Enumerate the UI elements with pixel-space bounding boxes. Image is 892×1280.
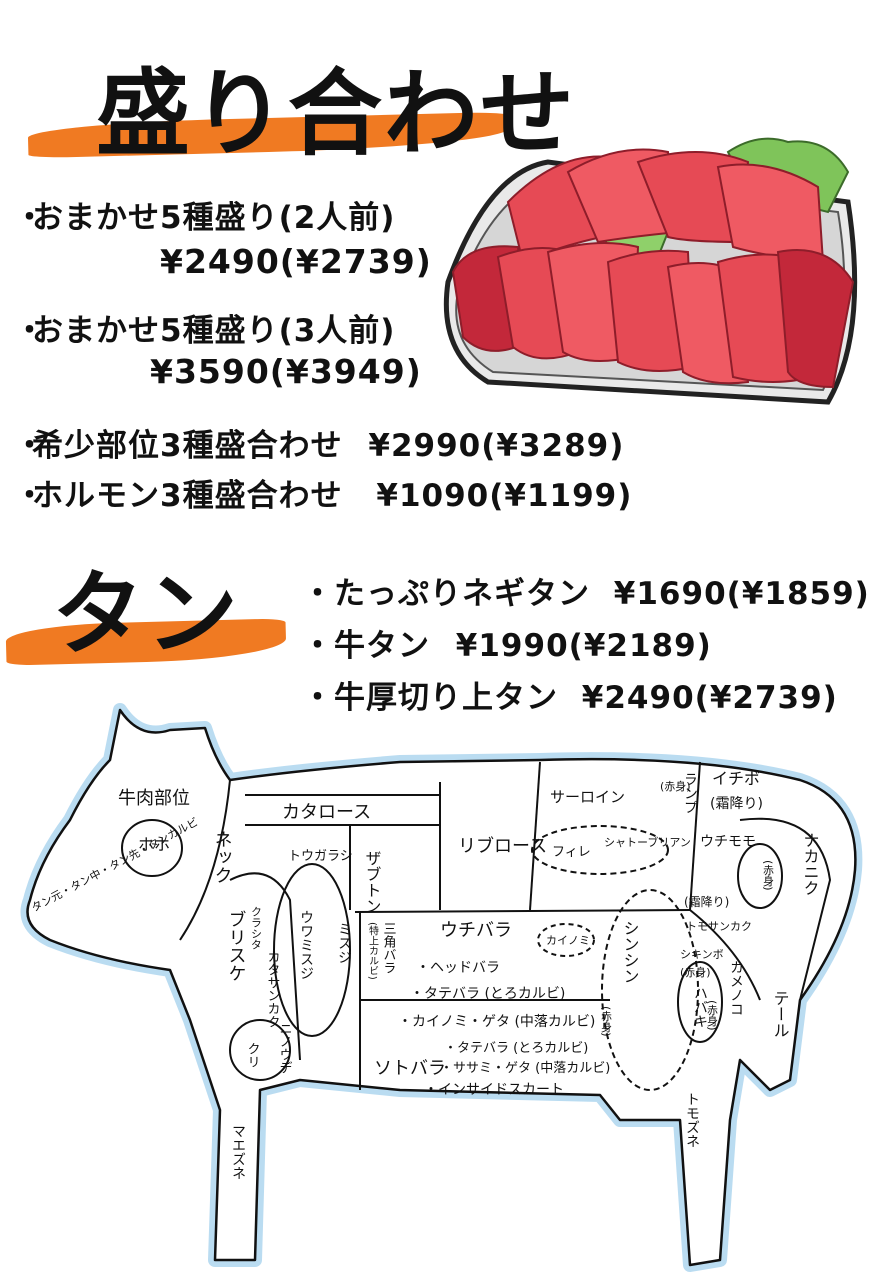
item-name: おまかせ5種盛り(3人前) [32, 313, 396, 349]
item-price: ¥1090(¥1199) [376, 478, 633, 514]
part-kainomi-oval: カイノミ [546, 934, 590, 947]
meat-platter-illustration [443, 137, 858, 405]
part-sankaku-bara: 三角バラ [381, 922, 397, 974]
menu-item-negitan: ・たっぷりネギタン ¥1690(¥1859) [302, 576, 870, 612]
part-shikinbo-note: (赤身) [680, 965, 711, 979]
item-price: ¥1990(¥2189) [455, 628, 712, 664]
part-tatebara: ・タテバラ (とろカルビ) [410, 986, 565, 1002]
part-rump-note: (赤身) [660, 779, 691, 793]
cow-cuts-diagram: 牛肉部位 ホホ タン元・タン中・タン先・タンカルビ ネック カタロース トウガラ… [20, 703, 863, 1272]
part-sirloin: サーロイン [550, 788, 625, 806]
item-name: おまかせ5種盛り(2人前) [32, 200, 396, 236]
part-ninoude: ニノウデ [277, 1022, 292, 1074]
cow-header: 牛肉部位 [118, 788, 190, 809]
menu-price-omakase-3: ¥3590(¥3949) [150, 352, 422, 391]
part-maezune: マエズネ [230, 1124, 246, 1180]
item-price: ¥1690(¥1859) [613, 576, 870, 612]
menu-price-omakase-2: ¥2490(¥2739) [160, 242, 432, 281]
part-kataroast: カタロース [282, 802, 371, 823]
item-price: ¥2490(¥2739) [581, 680, 838, 716]
part-chateaubriand: シャトーブリアン [604, 835, 691, 849]
item-name: ホルモン3種盛合わせ [32, 478, 343, 514]
part-shikinbo: シキンボ [680, 948, 724, 961]
item-price: ¥2990(¥3289) [368, 428, 625, 464]
part-shinshin-note: (赤身) [600, 1006, 613, 1037]
part-nakaniku: ナカニク [801, 832, 820, 896]
part-sankaku-note: (特上カルビ) [367, 922, 379, 980]
item-name: たっぷりネギタン [334, 576, 590, 612]
part-uchimomo: ウチモモ [700, 834, 756, 850]
part-headbara: ・ヘッドバラ [416, 960, 500, 976]
menu-item-gyutan: ・牛タン ¥1990(¥2189) [302, 628, 712, 664]
part-tomosankaku: トモサンカク [686, 920, 752, 933]
part-kurashita: クラシタ [250, 906, 263, 950]
part-kamenoko-note: (赤身) [706, 1000, 719, 1031]
part-tomozune: トモズネ [684, 1092, 700, 1148]
part-fillet: フィレ [552, 845, 591, 860]
part-sotobara-item-1: ・タテバラ (とろカルビ) [444, 1041, 588, 1056]
part-sotobara-item-3: ・インサイドスカート [424, 1082, 564, 1098]
part-kuri: クリ [245, 1042, 260, 1068]
part-hoho: ホホ [138, 835, 170, 854]
part-uwamisuji: ウワミスジ [298, 910, 314, 980]
part-ribroast: リブロース [458, 835, 547, 857]
part-brisket: ブリスケ [226, 910, 247, 982]
menu-item-horumon: ・ホルモン3種盛合わせ ¥1090(¥1199) [14, 478, 633, 514]
part-tougarashi: トウガラシ [288, 849, 353, 864]
part-tail: テール [771, 990, 790, 1038]
part-sotobara: ソトバラ [374, 1058, 446, 1079]
part-ichibo: イチボ [712, 769, 760, 788]
part-shinshin: シンシン [621, 920, 640, 984]
item-name: 希少部位3種盛合わせ [32, 428, 343, 464]
item-name: 牛タン [334, 628, 430, 664]
part-kamenoko: カメノコ [728, 960, 744, 1016]
menu-item-atsugiri: ・牛厚切り上タン ¥2490(¥2739) [302, 680, 838, 716]
part-zabuton: ザブトン [363, 850, 382, 914]
part-shimofuri: (霜降り) [684, 895, 729, 909]
menu-item-kishou: ・希少部位3種盛合わせ ¥2990(¥3289) [14, 428, 625, 464]
part-rump: ランプ [682, 772, 698, 814]
part-kata-sankaku: カタサンカク [265, 950, 280, 1028]
section-title-tan: タン [52, 560, 241, 668]
part-neck: ネック [212, 830, 233, 884]
part-sotobara-item-2: ・ササミ・ゲタ (中落カルビ) [440, 1061, 610, 1076]
menu-item-omakase-3: ・おまかせ5種盛り(3人前) [14, 313, 396, 349]
part-ichibo-note: (霜降り) [710, 796, 763, 812]
part-habaki: ハバキ [692, 986, 708, 1028]
menu-item-omakase-2: ・おまかせ5種盛り(2人前) [14, 200, 396, 236]
item-name: 牛厚切り上タン [334, 680, 558, 716]
part-misuji: ミスジ [336, 922, 352, 964]
section-title-moriawase: 盛り合わせ [96, 59, 577, 169]
part-nakaniku-note: (赤身) [762, 860, 775, 891]
part-kainomi-geta: ・カイノミ・ゲタ (中落カルビ) [398, 1014, 595, 1030]
part-uchibara: ウチバラ [440, 920, 512, 941]
